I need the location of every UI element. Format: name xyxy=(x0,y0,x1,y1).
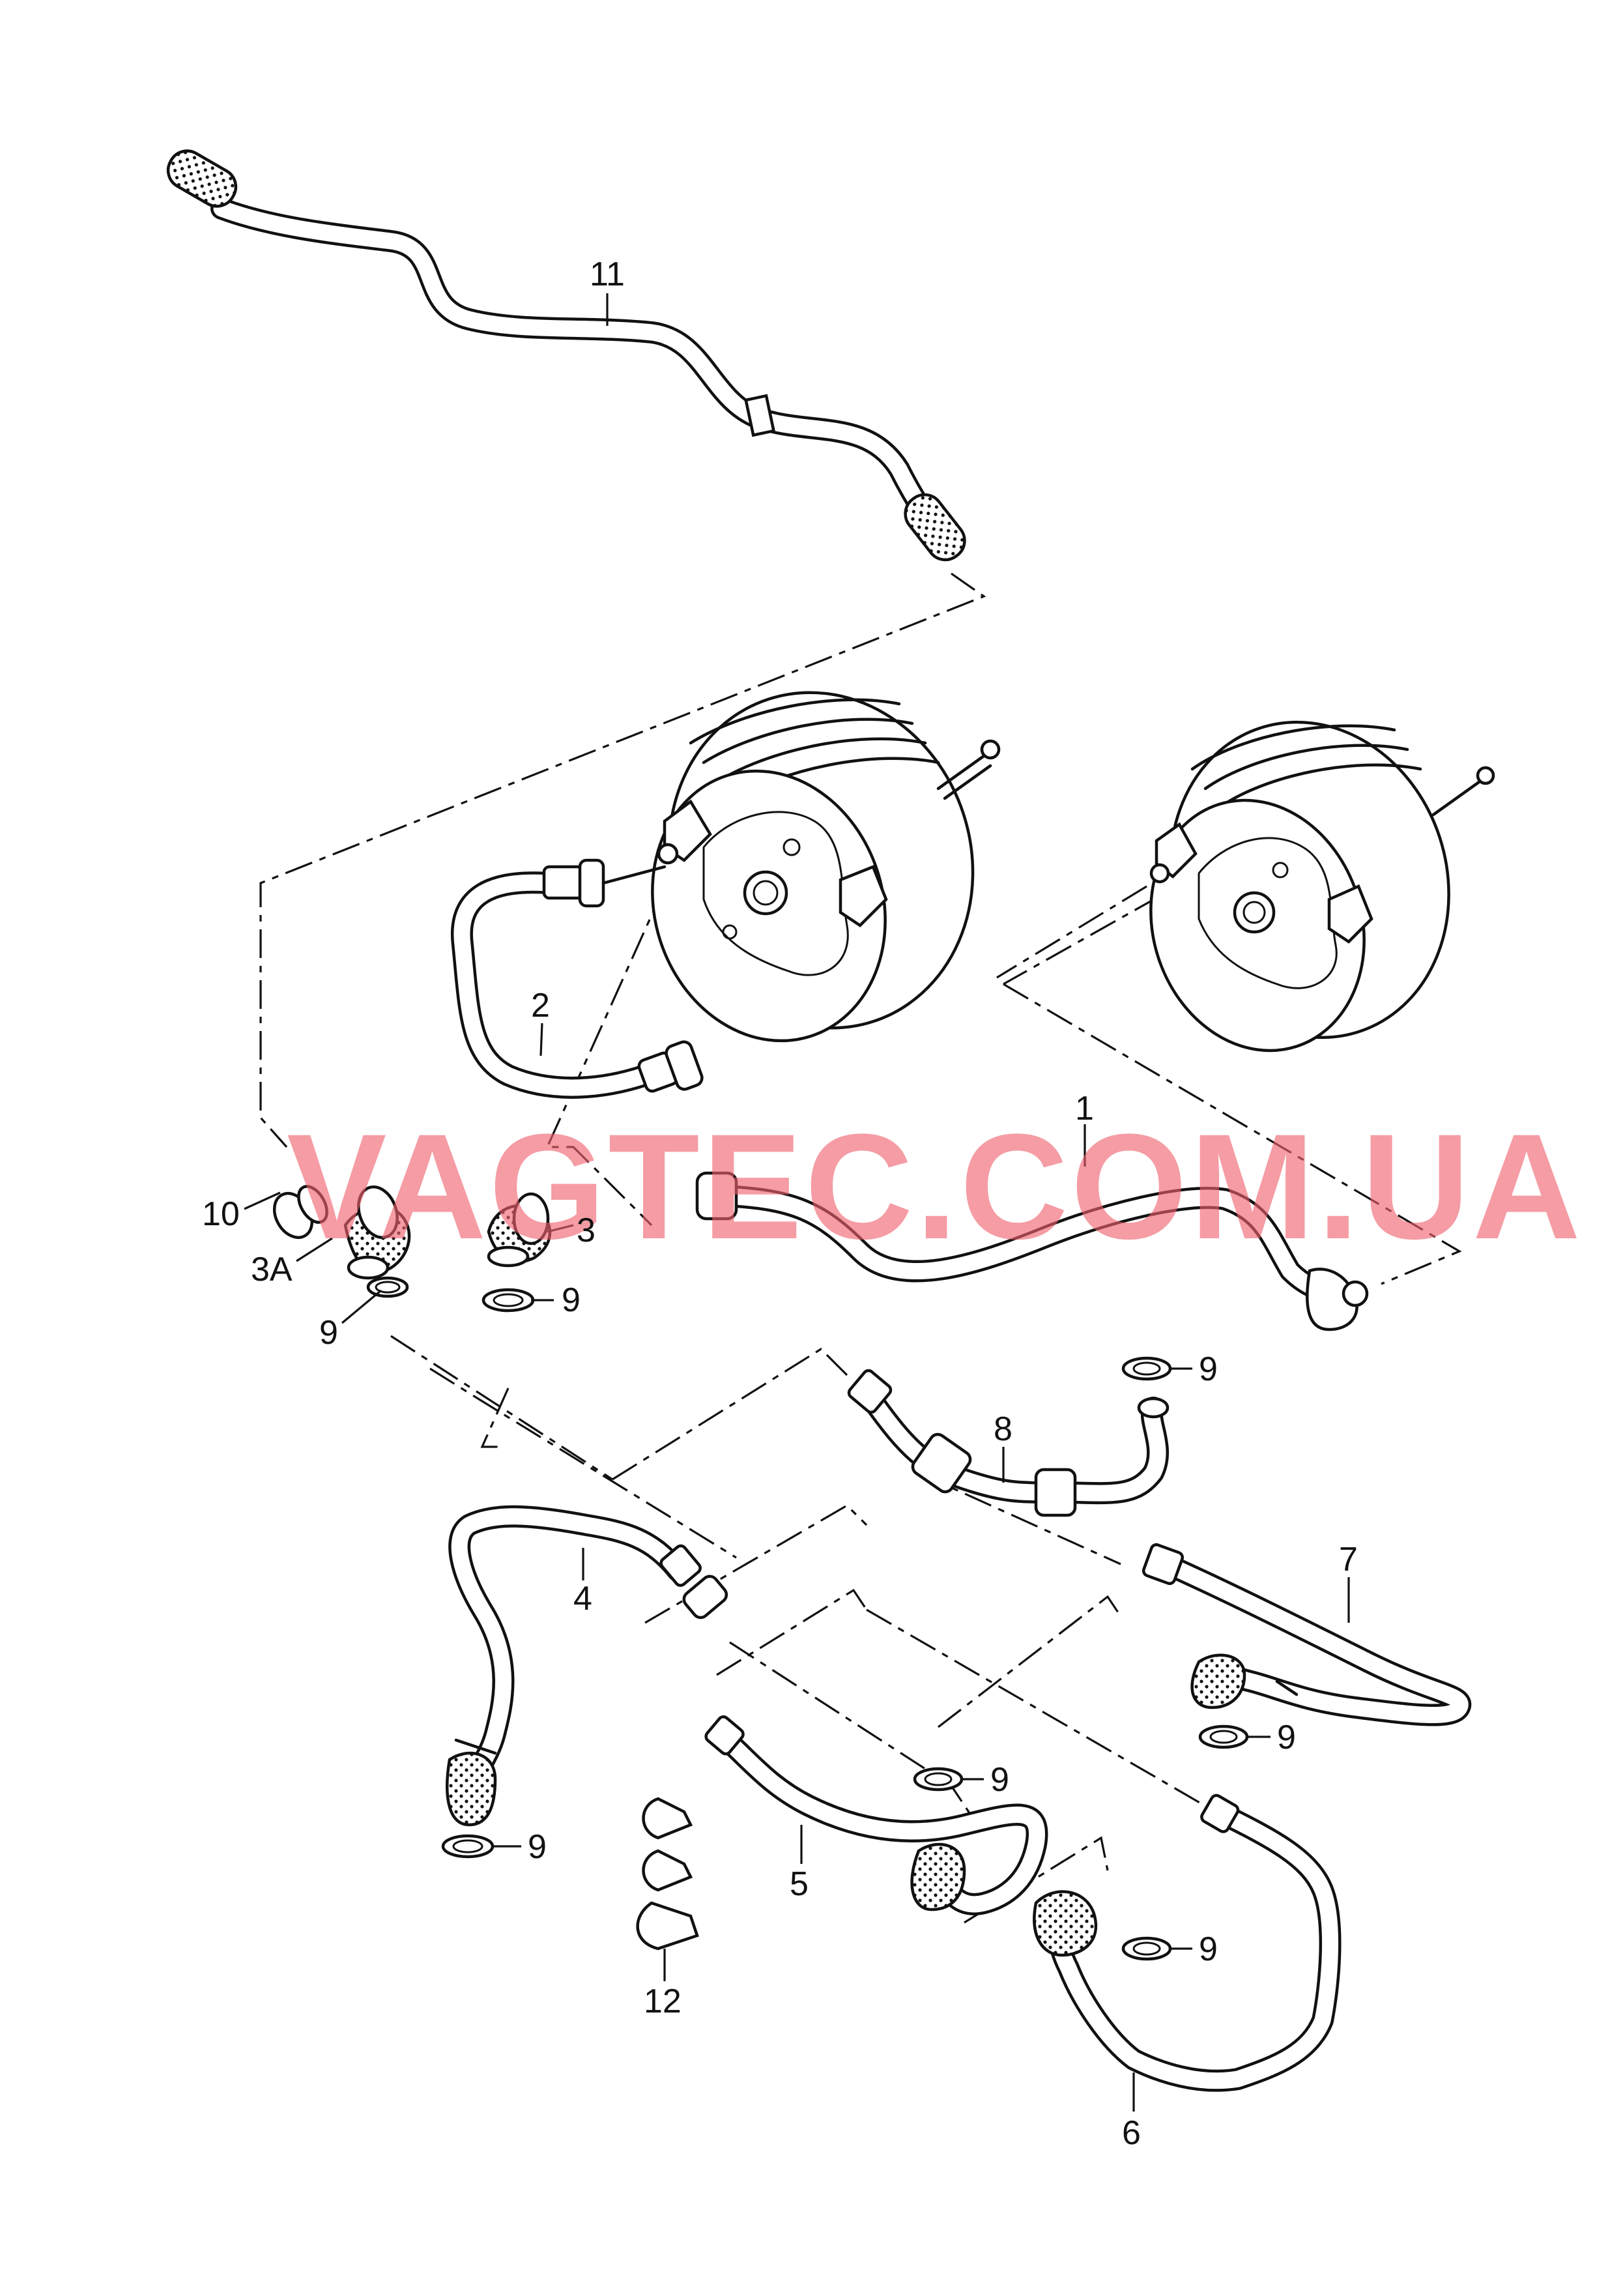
clamp-c xyxy=(1121,1356,1172,1381)
vacuum-hose-2 xyxy=(450,858,704,1099)
clamp-a xyxy=(366,1276,409,1298)
label-part-8: 8 xyxy=(994,1410,1013,1448)
hose-clips-12 xyxy=(636,1797,699,1951)
label-part-7: 7 xyxy=(1339,1541,1358,1578)
label-part-9-c: 9 xyxy=(1199,1350,1218,1388)
label-part-12: 12 xyxy=(644,1983,682,2020)
clamp-f xyxy=(441,1834,495,1859)
vacuum-hose-8 xyxy=(847,1369,1170,1517)
vacuum-hose-7 xyxy=(1142,1543,1472,1726)
label-part-9-e: 9 xyxy=(990,1761,1009,1799)
watermark: VAGTEC.COM.UA xyxy=(287,1103,1583,1270)
clamp-d xyxy=(1198,1724,1249,1749)
label-part-1: 1 xyxy=(1075,1090,1094,1127)
fittings-3-3a-10 xyxy=(272,1185,552,1280)
clamp-g xyxy=(1121,1936,1172,1961)
vacuum-hose-1 xyxy=(695,1171,1369,1331)
vacuum-hose-6 xyxy=(1033,1794,1342,2092)
label-part-9-b: 9 xyxy=(562,1281,581,1319)
label-part-6: 6 xyxy=(1122,2114,1141,2152)
label-part-9-d: 9 xyxy=(1277,1719,1296,1756)
label-part-2: 2 xyxy=(531,987,550,1024)
label-part-5: 5 xyxy=(790,1865,809,1903)
brake-servo-right xyxy=(996,720,1495,1053)
vacuum-hose-5 xyxy=(704,1715,1048,1915)
vacuum-hose-4 xyxy=(446,1505,728,1827)
label-part-9-f: 9 xyxy=(528,1828,547,1866)
clamp-b xyxy=(481,1288,535,1313)
label-part-3a: 3A xyxy=(251,1251,293,1288)
clamp-e xyxy=(913,1767,964,1792)
label-part-11: 11 xyxy=(590,255,625,293)
label-part-3: 3 xyxy=(577,1212,596,1249)
vacuum-line-11 xyxy=(166,149,966,562)
label-part-10: 10 xyxy=(202,1195,240,1233)
part-labels: 11 2 1 10 3A 3 9 9 9 8 4 7 9 9 9 5 9 12 … xyxy=(202,255,1358,2152)
label-part-4: 4 xyxy=(573,1580,592,1618)
brake-servo-left xyxy=(651,691,1001,1043)
label-part-9-a: 9 xyxy=(319,1314,338,1352)
leader-lines xyxy=(244,293,1350,2112)
hose-clamps-9 xyxy=(366,1276,1249,1961)
label-part-9-g: 9 xyxy=(1199,1930,1218,1968)
